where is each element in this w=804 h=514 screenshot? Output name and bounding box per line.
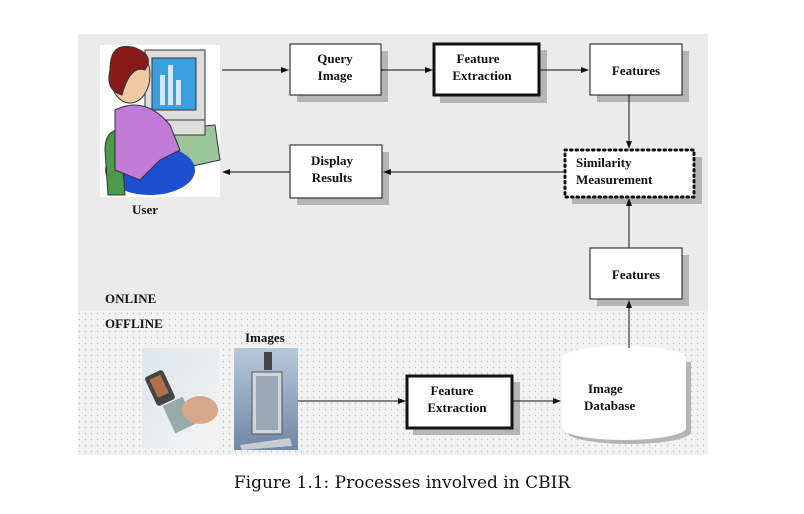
svg-text:Features: Features — [612, 267, 660, 282]
display-results-box: Display Results — [289, 144, 389, 205]
svg-text:Measurement: Measurement — [576, 172, 653, 187]
query-image-box: Query Image — [289, 43, 388, 102]
features-online-box: Features — [589, 43, 689, 102]
figure-caption: Figure 1.1: Processes involved in CBIR — [234, 473, 571, 493]
svg-text:Extraction: Extraction — [452, 68, 512, 83]
arrows — [222, 67, 632, 404]
offline-label: OFFLINE — [105, 316, 163, 331]
svg-text:Image: Image — [588, 381, 623, 396]
svg-text:Display: Display — [311, 153, 353, 168]
svg-text:Extraction: Extraction — [427, 400, 487, 415]
svg-text:Image: Image — [318, 68, 353, 83]
online-label: ONLINE — [105, 291, 156, 306]
image-database-cylinder: Image Database — [562, 346, 691, 444]
phone-photo — [142, 348, 219, 448]
user-clipart — [100, 45, 221, 197]
images-label: Images — [245, 330, 285, 345]
svg-text:Similarity: Similarity — [576, 155, 632, 170]
svg-text:Features: Features — [612, 63, 660, 78]
laptop-photo — [234, 348, 298, 450]
svg-text:Feature: Feature — [456, 51, 499, 66]
similarity-measurement-box: Similarity Measurement — [563, 148, 702, 204]
svg-text:Feature: Feature — [430, 383, 473, 398]
feature-extraction-online-box: Feature Extraction — [432, 42, 547, 103]
svg-text:Database: Database — [584, 398, 636, 413]
user-label: User — [132, 202, 158, 217]
feature-extraction-offline-box: Feature Extraction — [405, 374, 520, 435]
svg-text:Results: Results — [312, 170, 352, 185]
svg-text:Query: Query — [317, 51, 353, 66]
features-offline-box: Features — [589, 247, 689, 306]
